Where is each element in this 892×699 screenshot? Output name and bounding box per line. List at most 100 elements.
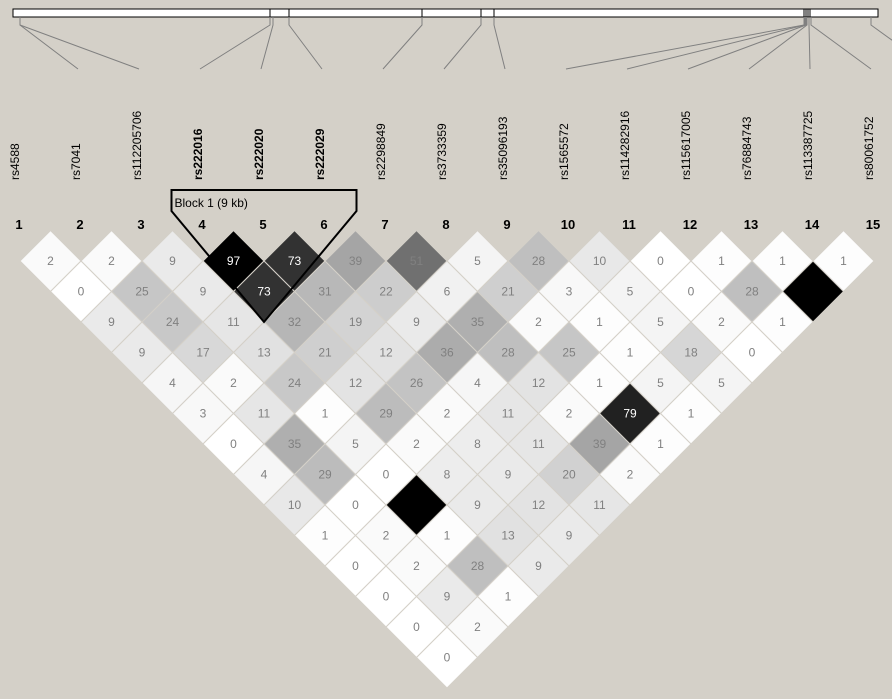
ld-value: 1 [779, 315, 786, 329]
ld-value: 1 [840, 254, 847, 268]
marker-position-axis [12, 8, 879, 18]
ld-value: 1 [596, 376, 603, 390]
ld-value: 1 [322, 529, 329, 543]
ld-value: 5 [657, 315, 664, 329]
ld-value: 25 [135, 285, 149, 299]
marker-name[interactable]: rs115617005 [679, 111, 693, 180]
ld-value: 25 [562, 346, 576, 360]
ld-value: 11 [258, 407, 271, 421]
marker-number: 12 [683, 217, 697, 232]
ld-value: 9 [444, 590, 451, 604]
position-bar [12, 8, 879, 18]
ld-value: 2 [230, 376, 237, 390]
ld-value: 28 [745, 285, 759, 299]
ld-value: 8 [474, 437, 481, 451]
ld-value: 11 [227, 315, 240, 329]
ld-value: 2 [383, 529, 390, 543]
marker-name[interactable]: rs3733359 [435, 123, 449, 180]
ld-value: 0 [688, 285, 695, 299]
marker-connector [808, 17, 811, 70]
ld-value: 9 [566, 529, 573, 543]
ld-value: 2 [444, 407, 451, 421]
ld-value: 2 [566, 407, 573, 421]
marker-connector [19, 17, 140, 70]
ld-value: 39 [593, 437, 607, 451]
ld-value: 2 [474, 620, 481, 634]
ld-value: 0 [444, 651, 451, 665]
marker-name[interactable]: rs113387725 [801, 111, 815, 180]
ld-value: 17 [196, 346, 210, 360]
ld-value: 4 [169, 376, 176, 390]
marker-name[interactable]: rs222029 [313, 128, 327, 180]
ld-value: 12 [349, 376, 363, 390]
marker-connector [382, 17, 423, 70]
marker-name[interactable]: rs114282916 [618, 111, 632, 180]
marker-connector [565, 17, 805, 70]
haplotype-block: Block 1 (9 kb) [170, 189, 358, 324]
ld-value: 5 [627, 285, 634, 299]
ld-value: 79 [623, 407, 637, 421]
ld-value: 36 [440, 346, 454, 360]
ld-value: 5 [657, 376, 664, 390]
marker-number: 4 [198, 217, 206, 232]
marker-number: 2 [76, 217, 83, 232]
block-outline[interactable] [170, 189, 358, 324]
ld-value: 32 [288, 315, 302, 329]
ld-value: 1 [444, 529, 451, 543]
marker-number: 8 [442, 217, 449, 232]
marker-name[interactable]: rs35096193 [496, 116, 510, 180]
ld-value: 12 [379, 346, 393, 360]
ld-value: 12 [532, 498, 546, 512]
ld-value: 73 [257, 285, 271, 299]
ld-value: 51 [410, 254, 424, 268]
ld-value: 35 [471, 315, 485, 329]
ld-value: 12 [532, 376, 546, 390]
ld-cell[interactable] [415, 626, 479, 689]
ld-value: 24 [166, 315, 180, 329]
marker-name[interactable]: rs222016 [191, 128, 205, 180]
marker-connector [687, 17, 807, 70]
marker-name[interactable]: rs7041 [69, 143, 83, 180]
marker-number: 10 [561, 217, 575, 232]
ld-value: 1 [688, 407, 695, 421]
ld-value: 9 [108, 315, 115, 329]
marker-name[interactable]: rs112205706 [130, 111, 144, 180]
ld-value: 10 [593, 254, 607, 268]
ld-value: 2 [47, 254, 54, 268]
ld-value: 6 [444, 285, 451, 299]
marker-name[interactable]: rs4588 [8, 143, 22, 180]
marker-name[interactable]: rs80061752 [862, 116, 876, 180]
ld-value: 5 [718, 376, 725, 390]
ld-value: 97 [227, 254, 241, 268]
ld-value: 5 [474, 254, 481, 268]
ld-value: 9 [139, 346, 146, 360]
marker-name[interactable]: rs76884743 [740, 116, 754, 180]
marker-name[interactable]: rs2298849 [374, 123, 388, 180]
marker-number: 11 [622, 217, 636, 232]
ld-value: 2 [413, 437, 420, 451]
block-label: Block 1 (9 kb) [175, 196, 248, 210]
ld-value: 28 [532, 254, 546, 268]
marker-number: 1 [15, 217, 22, 232]
marker-name[interactable]: rs222020 [252, 128, 266, 180]
ld-value: 1 [627, 346, 634, 360]
ld-value: 28 [471, 559, 485, 573]
ld-value: 29 [379, 407, 393, 421]
ld-value: 22 [379, 285, 393, 299]
ld-value: 26 [410, 376, 424, 390]
ld-value: 1 [596, 315, 603, 329]
marker-number: 15 [866, 217, 880, 232]
ld-value: 4 [261, 468, 268, 482]
marker-connectors [19, 17, 892, 70]
marker-name[interactable]: rs1565572 [557, 123, 571, 180]
ld-value: 24 [288, 376, 302, 390]
marker-connector [748, 17, 808, 70]
marker-number: 13 [744, 217, 758, 232]
ld-value: 0 [78, 285, 85, 299]
marker-connector [260, 17, 274, 70]
marker-names: rs4588 rs7041 rs112205706 rs222016 rs222020 r… [8, 111, 876, 180]
ld-value: 18 [684, 346, 698, 360]
